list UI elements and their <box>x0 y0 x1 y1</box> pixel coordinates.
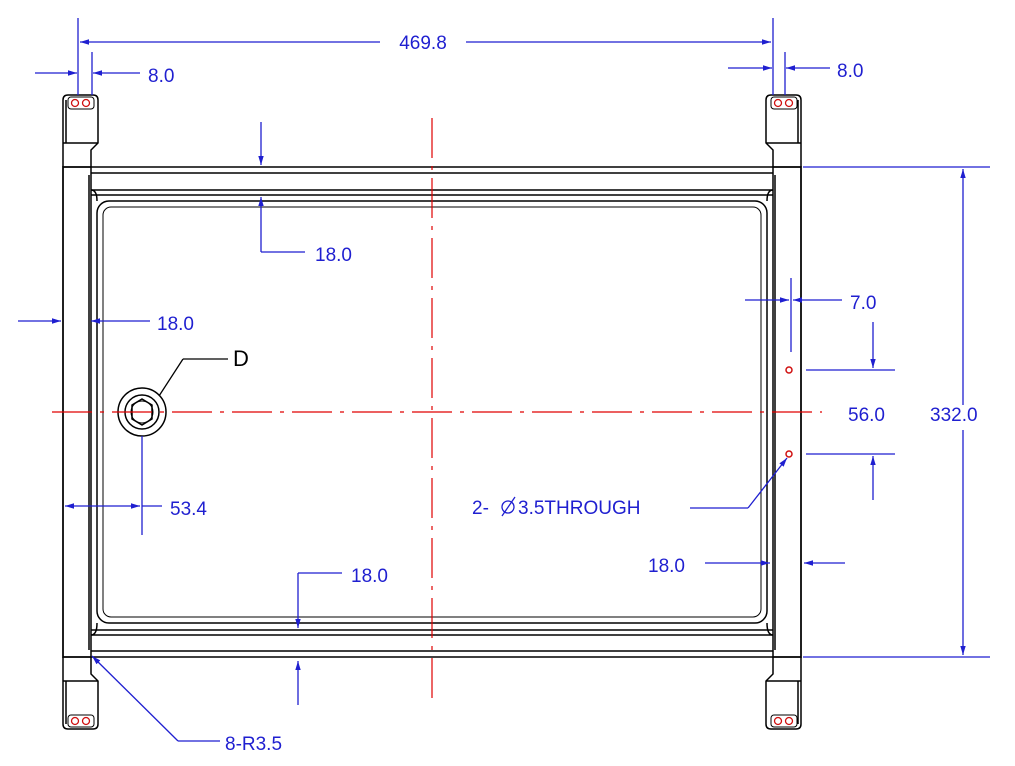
tab-bottom-right <box>765 657 802 730</box>
dim-offset-hole: 7.0 <box>850 293 876 314</box>
dim-hole-spacing: 56.0 <box>848 405 885 426</box>
dim-overall-width: 469.8 <box>399 33 447 54</box>
tab-top-right <box>765 94 802 167</box>
dim-plug-offset: 53.4 <box>170 499 207 520</box>
detail-leader <box>158 358 228 397</box>
detail-label: D <box>233 346 249 371</box>
dim-rail-top: 18.0 <box>315 245 352 266</box>
tab-top-left <box>62 94 99 167</box>
centerlines <box>52 118 822 705</box>
dim-rail-bottom: 18.0 <box>351 566 388 587</box>
diameter-icon <box>501 496 516 517</box>
dim-hole-callout: 2- <box>472 498 489 519</box>
dim-fillet-callout: 8-R3.5 <box>225 734 282 755</box>
dim-rail-right: 18.0 <box>648 556 685 577</box>
dim-rail-left: 18.0 <box>157 314 194 335</box>
dim-tab-right: 8.0 <box>837 61 863 82</box>
tab-holes <box>70 98 794 726</box>
dim-tab-left: 8.0 <box>148 66 174 87</box>
through-holes <box>785 366 793 458</box>
tab-bottom-left <box>62 657 99 730</box>
dim-overall-height: 332.0 <box>930 405 978 426</box>
dimension-lines <box>18 18 990 742</box>
dim-hole-callout-spec: 3.5THROUGH <box>518 498 640 519</box>
